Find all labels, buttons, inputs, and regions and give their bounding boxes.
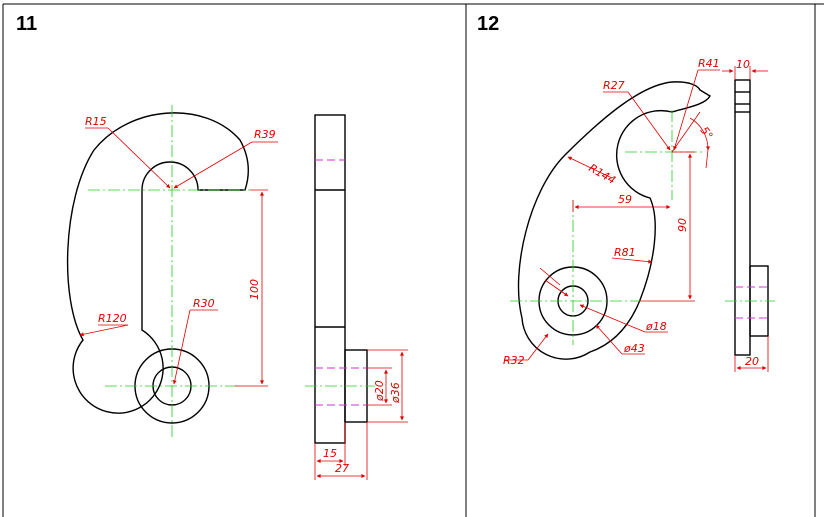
table-frame (2, 3, 824, 517)
svg-text:ø18: ø18 (645, 320, 667, 333)
dim-10: 10 (722, 58, 768, 80)
dim-r144: R144 (567, 156, 618, 187)
side-view-12: 10 20 (722, 58, 775, 372)
side-view-11: ø20 ø36 15 27 (305, 114, 408, 480)
dim-r15: R15 (85, 115, 171, 189)
part-outline (66, 112, 249, 414)
dim-r30: R30 (172, 297, 218, 385)
dim-d18: ø18 (544, 279, 668, 333)
svg-text:10: 10 (736, 58, 750, 71)
panel-12: 12 R27 R41 5° (477, 13, 775, 372)
dim-27: 27 (316, 422, 368, 480)
dim-r41: R41 (673, 57, 720, 151)
svg-text:R30: R30 (193, 297, 215, 310)
svg-text:R15: R15 (85, 115, 107, 128)
svg-text:R120: R120 (98, 312, 127, 325)
svg-text:90: 90 (676, 218, 689, 232)
svg-text:27: 27 (335, 462, 349, 475)
svg-text:15: 15 (323, 447, 337, 460)
part-outline (517, 81, 711, 360)
svg-text:R41: R41 (698, 57, 720, 70)
svg-text:ø36: ø36 (389, 382, 402, 404)
dim-5deg: 5° (671, 111, 716, 169)
svg-text:100: 100 (248, 279, 261, 300)
dim-d20: ø20 (367, 367, 392, 406)
svg-text:ø20: ø20 (373, 380, 386, 402)
svg-text:59: 59 (618, 193, 632, 206)
dim-20: 20 (734, 336, 769, 372)
dim-r27: R27 (603, 79, 671, 151)
panel-number: 12 (477, 13, 499, 35)
svg-text:R27: R27 (603, 79, 625, 92)
dim-r39: R39 (173, 128, 278, 189)
svg-text:R32: R32 (503, 354, 525, 367)
dim-r32: R32 (503, 333, 549, 367)
dim-d43: ø43 (539, 267, 645, 355)
svg-text:R144: R144 (587, 161, 618, 187)
dim-90: 90 (640, 151, 695, 302)
dim-d36: ø36 (367, 349, 408, 423)
panel-number: 11 (16, 13, 37, 35)
svg-text:ø43: ø43 (623, 342, 645, 355)
panel-11: 11 R15 R39 R120 (16, 13, 408, 480)
svg-text:20: 20 (745, 355, 759, 368)
front-view-11: R15 R39 R120 R30 100 (66, 105, 278, 440)
dim-15: 15 (314, 422, 346, 480)
svg-text:R81: R81 (614, 246, 636, 259)
svg-text:5°: 5° (698, 124, 716, 142)
dim-59: 59 (572, 193, 671, 212)
svg-text:R39: R39 (254, 128, 276, 141)
dim-r81: R81 (611, 246, 653, 264)
dim-r120: R120 (79, 312, 129, 337)
dim-100: 100 (235, 189, 268, 387)
front-view-12: R27 R41 5° R144 59 (503, 57, 720, 367)
